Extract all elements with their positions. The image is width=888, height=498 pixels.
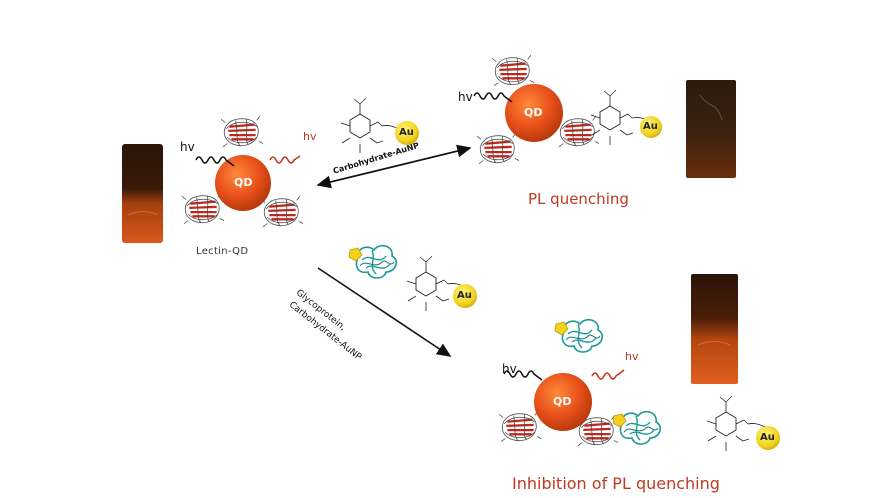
vial-lectin-qd	[122, 144, 163, 243]
au-label-top: Au	[643, 121, 658, 132]
hv-label-left-out: hv	[303, 130, 317, 143]
quantum-dot-left	[215, 155, 271, 211]
gold-nanoparticle-reagent-top	[395, 121, 419, 145]
gold-nanoparticle-reagent-mid	[453, 284, 477, 308]
lectin-protein-b1	[497, 410, 543, 443]
lectin-protein-q2	[475, 132, 521, 165]
excitation-wave-bottom	[503, 370, 543, 381]
hv-label-bottom-in: hv	[502, 362, 517, 376]
arrow-reverse	[316, 147, 471, 189]
inhibition-label: Inhibition of PL quenching	[512, 474, 720, 493]
lectin-qd-label: Lectin-QD	[196, 246, 249, 257]
carbohydrate-top	[590, 89, 653, 146]
carbohydrate-reagent-top	[340, 97, 403, 154]
vial-inhibition	[691, 274, 738, 384]
quenched-complex-group	[473, 54, 662, 165]
hv-label-bottom-out: hv	[625, 350, 639, 363]
glycoprotein-bound-1	[554, 318, 604, 353]
glycoprotein-reagent	[348, 244, 398, 279]
qd-label-top: QD	[524, 106, 543, 119]
carb-aunp-reagent-top	[340, 97, 419, 154]
excitation-wave-top	[473, 92, 513, 103]
emission-wave-bottom	[591, 369, 625, 380]
inhibited-complex-group	[497, 318, 780, 452]
lectin-protein-right	[259, 195, 305, 228]
lectin-protein-left	[180, 192, 226, 225]
glyco-carb-reagent-mid	[348, 244, 477, 312]
lectin-protein-q1	[490, 54, 536, 87]
au-label-free: Au	[760, 432, 775, 443]
au-label-reagent-top: Au	[399, 127, 414, 138]
lectin-protein-q3	[555, 115, 601, 148]
lectin-protein-top	[219, 115, 265, 148]
hv-label-left-in: hv	[180, 140, 195, 154]
au-label-reagent-mid: Au	[457, 290, 472, 301]
vial-pl-quenching	[686, 80, 736, 178]
arrow-to-inhibition	[317, 267, 452, 357]
excitation-wave-left	[195, 156, 235, 167]
qd-label-bottom: QD	[553, 395, 572, 408]
emission-wave-left	[269, 155, 301, 164]
quantum-dot-top	[505, 84, 563, 142]
pl-quenching-label: PL quenching	[528, 190, 629, 208]
gold-nanoparticle-free	[756, 426, 780, 450]
qd-label-left: QD	[234, 176, 253, 189]
glycoprotein-bound-2	[612, 410, 662, 445]
gold-nanoparticle-top	[640, 116, 662, 138]
hv-label-top-in: hv	[458, 90, 473, 104]
lectin-qd-group	[180, 115, 305, 228]
quantum-dot-bottom	[534, 373, 592, 431]
